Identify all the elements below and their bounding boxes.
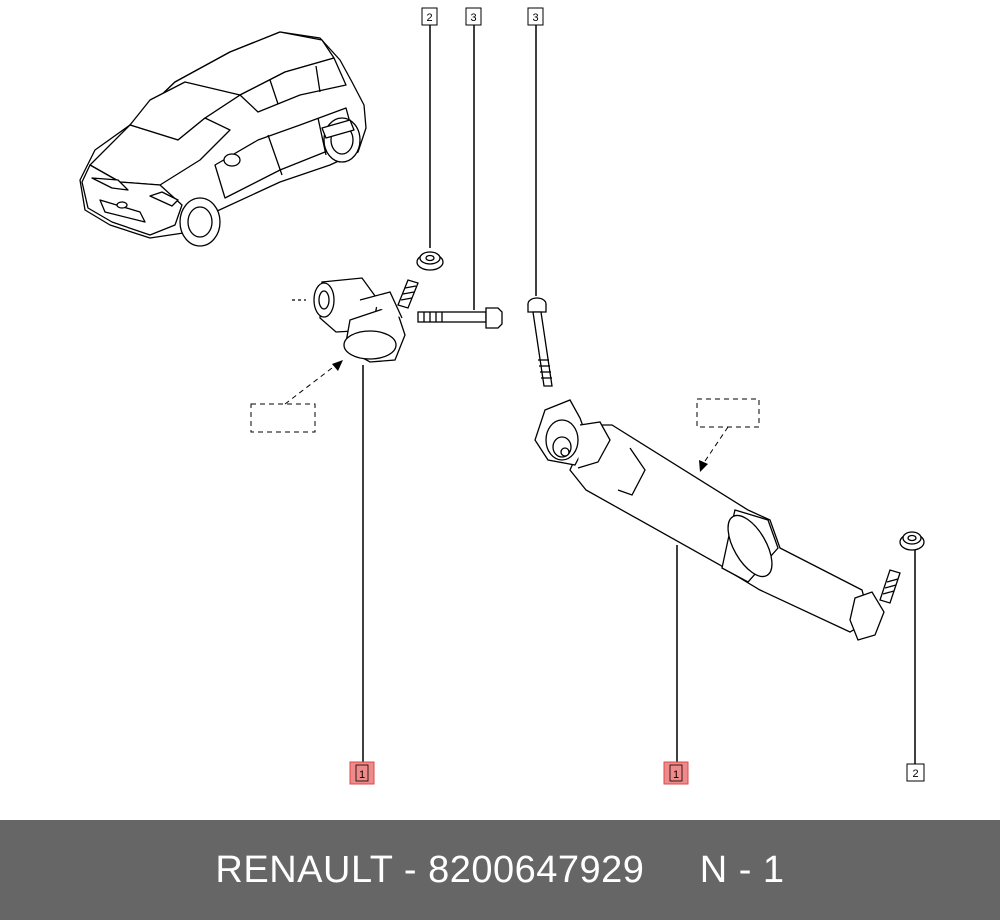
svg-text:2: 2 — [426, 12, 432, 24]
callout-3-right: 3 — [527, 7, 544, 26]
svg-text:1: 1 — [359, 769, 365, 781]
nut-2-top — [416, 251, 444, 271]
exploded-parts-diagram: 2 3 3 1 1 2 — [79, 7, 925, 785]
callout-2-bottom: 2 — [906, 763, 925, 782]
leader-lines — [362, 25, 916, 764]
footer-bar: RENAULT - 8200647929 N - 1 — [0, 820, 1000, 920]
footer-gap — [644, 849, 699, 891]
part-number: 8200647929 — [428, 848, 645, 891]
callout-1-right-highlighted: 1 — [663, 761, 689, 785]
svg-text:3: 3 — [532, 12, 538, 24]
bolt-3-horizontal — [417, 307, 503, 329]
callout-3-left: 3 — [465, 7, 482, 26]
callout-2-top: 2 — [421, 7, 438, 26]
quantity-note: N - 1 — [699, 848, 785, 891]
nut-2-bottom — [899, 531, 925, 551]
dashed-reference-boxes — [250, 367, 760, 465]
svg-text:1: 1 — [673, 769, 679, 781]
callout-1-left-highlighted: 1 — [349, 761, 375, 785]
footer-separator: - — [392, 848, 429, 891]
svg-text:3: 3 — [470, 12, 476, 24]
bolt-3-vertical — [527, 297, 553, 387]
left-bushing-assembly — [292, 277, 419, 363]
footer-caption: RENAULT - 8200647929 N - 1 — [215, 849, 784, 892]
brand-name: RENAULT — [215, 848, 393, 891]
car-illustration — [79, 31, 367, 247]
reference-arrowheads — [332, 360, 708, 472]
shock-absorber — [534, 399, 901, 641]
svg-text:2: 2 — [912, 768, 918, 780]
